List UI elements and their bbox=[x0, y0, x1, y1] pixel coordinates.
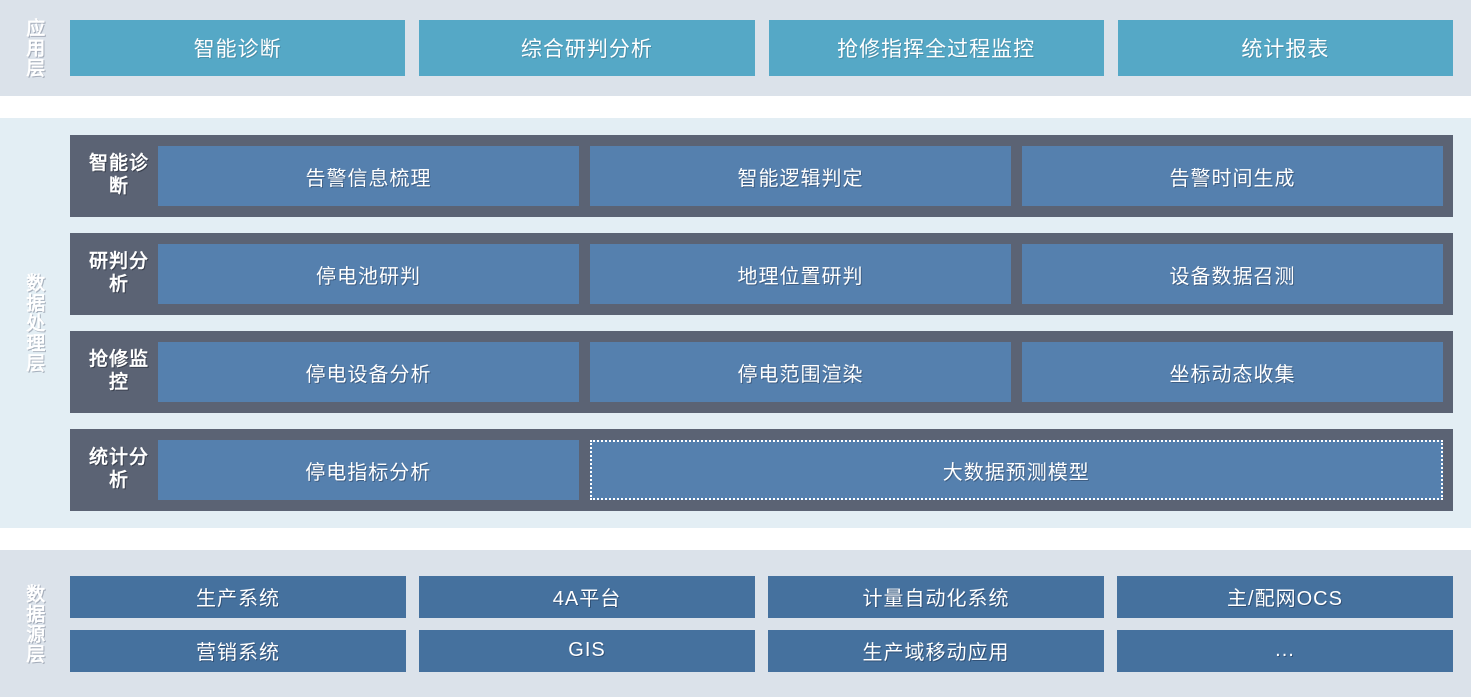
processing-cell-alarm-time-generation[interactable]: 告警时间生成 bbox=[1022, 146, 1443, 206]
data-processing-layer-label: 数据处理层 bbox=[23, 273, 45, 373]
source-box-production-mobile-app[interactable]: 生产域移动应用 bbox=[768, 629, 1104, 672]
processing-cell-geographic-location-judgment[interactable]: 地理位置研判 bbox=[590, 244, 1011, 304]
processing-row-label-intelligent-diagnosis: 智能诊断 bbox=[88, 153, 149, 197]
processing-cell-device-data-acquisition[interactable]: 设备数据召测 bbox=[1022, 244, 1443, 304]
processing-cells-judgment-analysis: 停电池研判 地理位置研判 设备数据召测 bbox=[158, 244, 1443, 304]
application-layer-section: 应用层 智能诊断 综合研判分析 抢修指挥全过程监控 统计报表 bbox=[0, 0, 1471, 96]
processing-row-intelligent-diagnosis: 智能诊断 告警信息梳理 智能逻辑判定 告警时间生成 bbox=[70, 135, 1453, 217]
processing-cell-coordinate-dynamic-collection[interactable]: 坐标动态收集 bbox=[1022, 342, 1443, 402]
processing-cells-intelligent-diagnosis: 告警信息梳理 智能逻辑判定 告警时间生成 bbox=[158, 146, 1443, 206]
data-processing-rows: 智能诊断 告警信息梳理 智能逻辑判定 告警时间生成 研判分析 停电池研判 地理位… bbox=[66, 118, 1471, 528]
processing-row-statistical-analysis: 统计分析 停电指标分析 大数据预测模型 bbox=[70, 429, 1453, 511]
processing-cell-outage-scope-rendering[interactable]: 停电范围渲染 bbox=[590, 342, 1011, 402]
app-box-intelligent-diagnosis[interactable]: 智能诊断 bbox=[70, 20, 406, 76]
processing-cell-outage-pool-judgment[interactable]: 停电池研判 bbox=[158, 244, 579, 304]
processing-row-label-judgment-analysis: 研判分析 bbox=[88, 251, 149, 295]
processing-cell-outage-index-analysis[interactable]: 停电指标分析 bbox=[158, 440, 579, 500]
processing-cells-statistical-analysis: 停电指标分析 大数据预测模型 bbox=[158, 440, 1443, 500]
data-source-layer-label: 数据源层 bbox=[23, 583, 45, 664]
source-box-4a-platform[interactable]: 4A平台 bbox=[419, 575, 755, 618]
data-source-layer-section: 数据源层 生产系统 4A平台 计量自动化系统 主/配网OCS 营销系统 GIS … bbox=[0, 550, 1471, 697]
application-layer-boxes: 智能诊断 综合研判分析 抢修指挥全过程监控 统计报表 bbox=[66, 0, 1471, 96]
source-box-main-distribution-ocs[interactable]: 主/配网OCS bbox=[1117, 575, 1453, 618]
processing-cell-outage-device-analysis[interactable]: 停电设备分析 bbox=[158, 342, 579, 402]
processing-row-judgment-analysis: 研判分析 停电池研判 地理位置研判 设备数据召测 bbox=[70, 233, 1453, 315]
source-box-marketing-system[interactable]: 营销系统 bbox=[70, 629, 406, 672]
section-divider-top bbox=[0, 96, 1471, 118]
data-source-row-2: 营销系统 GIS 生产域移动应用 ... bbox=[70, 629, 1453, 672]
processing-row-label-repair-monitoring: 抢修监控 bbox=[88, 349, 149, 393]
processing-cells-repair-monitoring: 停电设备分析 停电范围渲染 坐标动态收集 bbox=[158, 342, 1443, 402]
data-source-row-1: 生产系统 4A平台 计量自动化系统 主/配网OCS bbox=[70, 575, 1453, 618]
processing-row-label-statistical-analysis: 统计分析 bbox=[88, 447, 149, 491]
source-box-production-system[interactable]: 生产系统 bbox=[70, 575, 406, 618]
processing-cell-intelligent-logic-judgment[interactable]: 智能逻辑判定 bbox=[590, 146, 1011, 206]
source-box-metering-automation-system[interactable]: 计量自动化系统 bbox=[768, 575, 1104, 618]
source-box-others[interactable]: ... bbox=[1117, 629, 1453, 672]
source-box-gis[interactable]: GIS bbox=[419, 629, 755, 672]
processing-cell-alarm-info-sorting[interactable]: 告警信息梳理 bbox=[158, 146, 579, 206]
data-source-grid: 生产系统 4A平台 计量自动化系统 主/配网OCS 营销系统 GIS 生产域移动… bbox=[66, 550, 1471, 697]
app-box-comprehensive-analysis[interactable]: 综合研判分析 bbox=[419, 20, 755, 76]
data-processing-layer-section: 数据处理层 智能诊断 告警信息梳理 智能逻辑判定 告警时间生成 研判分析 停电池… bbox=[0, 118, 1471, 528]
processing-row-repair-monitoring: 抢修监控 停电设备分析 停电范围渲染 坐标动态收集 bbox=[70, 331, 1453, 413]
section-divider-bottom bbox=[0, 528, 1471, 550]
app-box-statistical-report[interactable]: 统计报表 bbox=[1117, 20, 1453, 76]
application-layer-label: 应用层 bbox=[23, 18, 45, 78]
app-box-repair-monitoring[interactable]: 抢修指挥全过程监控 bbox=[768, 20, 1104, 76]
processing-cell-big-data-prediction-model[interactable]: 大数据预测模型 bbox=[589, 440, 1443, 500]
